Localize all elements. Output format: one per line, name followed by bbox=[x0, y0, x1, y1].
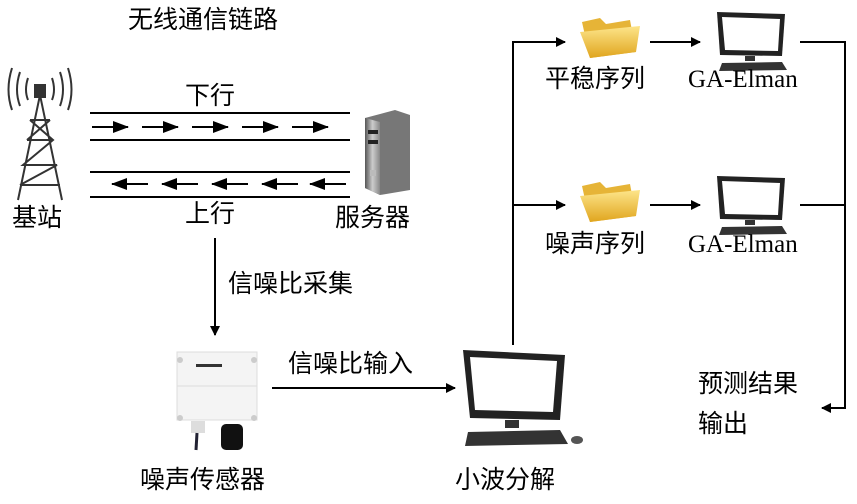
snr-collect-label: 信噪比采集 bbox=[228, 271, 354, 298]
snr-input-label: 信噪比输入 bbox=[288, 351, 414, 378]
base-station-label: 基站 bbox=[12, 205, 63, 232]
output-label-line2: 输出 bbox=[698, 411, 749, 438]
computer-icon bbox=[717, 12, 787, 71]
computer-icon bbox=[717, 176, 787, 235]
sensor-icon bbox=[176, 351, 258, 451]
noise-sensor-label: 噪声传感器 bbox=[140, 467, 266, 494]
computer-icon bbox=[463, 350, 583, 446]
tower-icon bbox=[7, 67, 73, 201]
uplink-label: 上行 bbox=[185, 201, 236, 228]
uplink-channel bbox=[90, 171, 350, 198]
diagram-title: 无线通信链路 bbox=[128, 7, 279, 34]
server-label: 服务器 bbox=[335, 205, 411, 232]
folder-icon bbox=[580, 182, 640, 222]
downlink-label: 下行 bbox=[185, 83, 236, 110]
branch-connectors bbox=[512, 37, 846, 413]
model-1-label: GA-Elman bbox=[688, 66, 798, 93]
model-2-label: GA-Elman bbox=[688, 231, 798, 258]
stationary-seq-label: 平稳序列 bbox=[545, 66, 646, 93]
downlink-channel bbox=[90, 112, 350, 141]
wavelet-label: 小波分解 bbox=[455, 467, 556, 494]
folder-icon bbox=[580, 18, 640, 58]
output-label-line1: 预测结果 bbox=[698, 371, 799, 398]
server-icon bbox=[365, 110, 410, 195]
noise-seq-label: 噪声序列 bbox=[545, 231, 646, 258]
